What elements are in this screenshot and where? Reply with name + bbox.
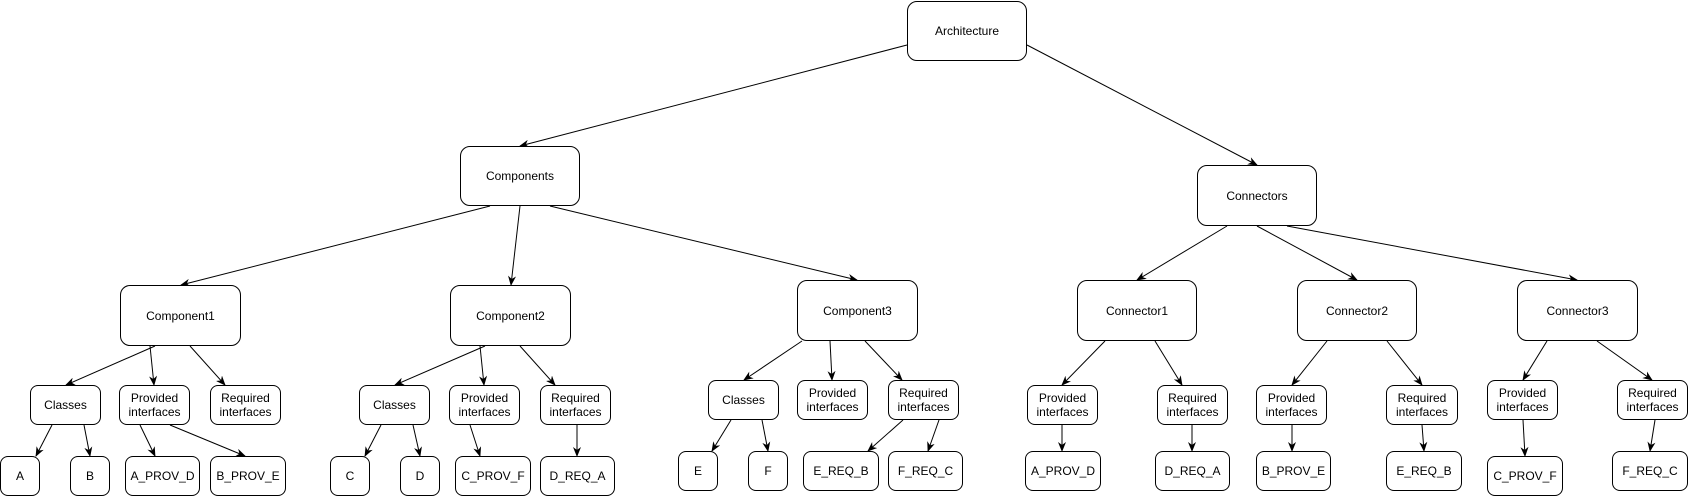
edge-arrow-3 [180, 205, 491, 287]
node-e-req-b-connector[interactable]: E_REQ_B [1386, 451, 1462, 491]
edge-arrow-14 [519, 345, 556, 386]
node-c-prov-f-component[interactable]: C_PROV_F [455, 456, 531, 496]
edge-arrow-7 [1256, 225, 1358, 281]
node-d-req-a-connector[interactable]: D_REQ_A [1155, 451, 1230, 491]
edge-arrow-28 [364, 424, 382, 457]
edge-arrow-4 [508, 205, 521, 286]
edge-arrow-33 [761, 419, 771, 452]
node-b-prov-e-connector[interactable]: B_PROV_E [1256, 451, 1331, 491]
edge-arrow-26 [139, 424, 156, 457]
node-a-prov-d-component[interactable]: A_PROV_D [125, 456, 200, 496]
edge-arrow-40 [1520, 419, 1529, 457]
edge-arrow-6 [1136, 225, 1228, 281]
node-k1-required-interfaces[interactable]: Required interfaces [1157, 385, 1228, 425]
node-e[interactable]: E [678, 451, 718, 491]
edges [35, 44, 1656, 457]
edge-arrow-20 [1291, 340, 1328, 386]
node-component3[interactable]: Component3 [797, 280, 918, 341]
node-d-req-a-component[interactable]: D_REQ_A [540, 456, 615, 496]
edge-arrow-29 [412, 424, 422, 457]
node-a[interactable]: A [0, 456, 40, 496]
node-c3-classes[interactable]: Classes [708, 380, 779, 420]
node-d[interactable]: D [400, 456, 440, 496]
edge-arrow-1 [519, 44, 908, 148]
edge-arrow-10 [149, 345, 158, 386]
node-architecture[interactable]: Architecture [907, 1, 1027, 61]
node-c2-classes[interactable]: Classes [359, 385, 430, 425]
edge-arrow-19 [1154, 340, 1183, 386]
edge-arrow-30 [469, 424, 482, 457]
node-f[interactable]: F [748, 451, 788, 491]
edge-arrow-32 [711, 419, 732, 452]
edge-arrow-23 [1596, 340, 1653, 381]
node-f-req-c-connector[interactable]: F_REQ_C [1612, 451, 1688, 491]
edge-arrow-12 [394, 345, 486, 386]
edge-arrow-11 [189, 345, 226, 386]
node-c3-provided-interfaces[interactable]: Provided interfaces [797, 380, 868, 420]
node-c1-required-interfaces[interactable]: Required interfaces [210, 385, 281, 425]
edge-arrow-16 [827, 340, 836, 381]
node-c3-required-interfaces[interactable]: Required interfaces [888, 380, 959, 420]
node-c[interactable]: C [330, 456, 370, 496]
node-c2-required-interfaces[interactable]: Required interfaces [540, 385, 611, 425]
node-c1-classes[interactable]: Classes [30, 385, 101, 425]
edge-arrow-17 [864, 340, 903, 381]
edge-arrow-15 [743, 340, 803, 381]
edge-arrow-41 [1647, 419, 1656, 452]
node-c1-provided-interfaces[interactable]: Provided interfaces [119, 385, 190, 425]
node-f-req-c-component[interactable]: F_REQ_C [888, 451, 963, 491]
node-connector1[interactable]: Connector1 [1077, 280, 1197, 341]
edge-arrow-35 [927, 419, 940, 452]
node-connector2[interactable]: Connector2 [1297, 280, 1417, 341]
edge-arrow-2 [1026, 44, 1258, 166]
edge-arrow-39 [1419, 424, 1428, 452]
node-connector3[interactable]: Connector3 [1517, 280, 1638, 341]
edge-arrow-8 [1286, 225, 1578, 283]
node-k2-required-interfaces[interactable]: Required interfaces [1386, 385, 1458, 425]
node-component2[interactable]: Component2 [450, 285, 571, 346]
edge-arrow-18 [1061, 340, 1106, 386]
edge-arrow-9 [65, 345, 156, 386]
node-component1[interactable]: Component1 [120, 285, 241, 346]
node-c2-provided-interfaces[interactable]: Provided interfaces [449, 385, 520, 425]
edge-arrow-13 [479, 345, 488, 386]
edge-arrow-34 [867, 419, 904, 452]
edge-arrow-27 [169, 424, 246, 457]
node-c-prov-f-connector[interactable]: C_PROV_F [1487, 456, 1563, 496]
node-b-prov-e-component[interactable]: B_PROV_E [210, 456, 286, 496]
edge-arrow-22 [1522, 340, 1548, 381]
edge-arrow-21 [1386, 340, 1423, 386]
node-k1-provided-interfaces[interactable]: Provided interfaces [1027, 385, 1098, 425]
node-a-prov-d-connector[interactable]: A_PROV_D [1025, 451, 1101, 491]
node-components[interactable]: Components [460, 146, 580, 206]
node-b[interactable]: B [70, 456, 110, 496]
edge-arrow-24 [35, 424, 53, 457]
node-k2-provided-interfaces[interactable]: Provided interfaces [1256, 385, 1327, 425]
node-k3-provided-interfaces[interactable]: Provided interfaces [1487, 380, 1558, 420]
node-connectors[interactable]: Connectors [1197, 165, 1317, 226]
edge-arrow-25 [83, 424, 93, 457]
edge-arrow-5 [549, 205, 858, 282]
node-k3-required-interfaces[interactable]: Required interfaces [1617, 380, 1688, 420]
node-e-req-b-component[interactable]: E_REQ_B [803, 451, 879, 491]
